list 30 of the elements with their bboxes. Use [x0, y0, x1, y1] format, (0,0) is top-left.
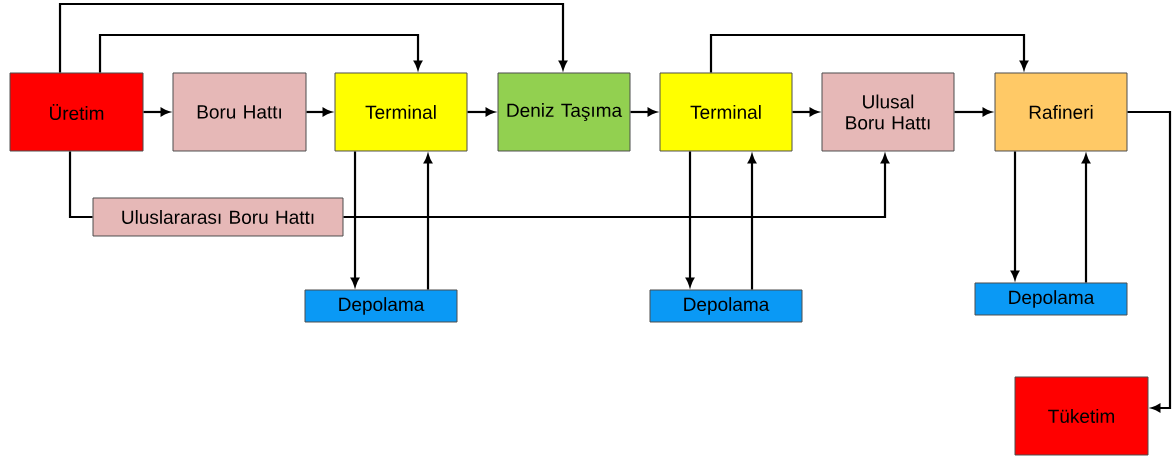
- arrow: [1081, 154, 1091, 283]
- process-box: Ulusal Boru Hattı: [821, 72, 955, 152]
- process-box: Boru Hattı: [172, 72, 307, 152]
- arrow: [306, 107, 332, 117]
- arrow: [709, 33, 1029, 73]
- arrow: [467, 107, 495, 117]
- arrow: [1010, 151, 1020, 280]
- arrow: [954, 107, 992, 117]
- arrow: [685, 151, 695, 287]
- arrow: [143, 107, 170, 117]
- arrow: [343, 154, 890, 219]
- process-box: Terminal: [334, 72, 468, 152]
- storage-box: Depolama: [649, 289, 803, 323]
- arrow: [747, 154, 757, 290]
- arrow: [350, 151, 360, 287]
- storage-box: Depolama: [974, 282, 1128, 316]
- process-box: Rafineri: [994, 72, 1128, 152]
- arrow: [423, 154, 433, 290]
- arrow: [1127, 110, 1172, 413]
- connector-line: [68, 151, 93, 219]
- process-box: Deniz Taşıma: [497, 72, 631, 152]
- arrow: [630, 107, 657, 117]
- process-box: Terminal: [659, 72, 793, 152]
- process-box: Tüketim: [1014, 376, 1149, 456]
- arrow: [98, 33, 423, 73]
- arrow: [792, 107, 819, 117]
- arrow: [58, 2, 568, 73]
- storage-box: Depolama: [304, 289, 458, 323]
- process-box: Uluslararası Boru Hattı: [92, 197, 344, 237]
- process-box: Üretim: [9, 72, 144, 152]
